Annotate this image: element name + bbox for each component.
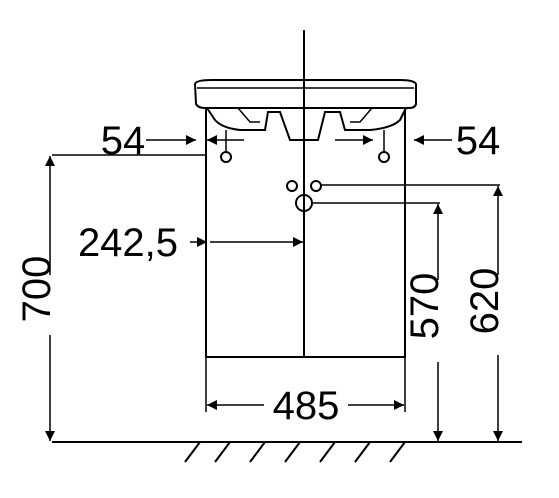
basin bbox=[193, 79, 417, 141]
dimension-label-center: 242,5 bbox=[78, 221, 178, 265]
dimension-right-54: 54 bbox=[335, 119, 500, 163]
dimension-label-700: 700 bbox=[15, 256, 59, 323]
dimension-width-485: 485 bbox=[205, 357, 406, 428]
dimension-label-620: 620 bbox=[463, 268, 507, 335]
dimension-height-620: 620 bbox=[321, 184, 507, 441]
floor bbox=[52, 441, 522, 463]
dimension-label-570: 570 bbox=[403, 273, 447, 340]
dimension-height-700: 700 bbox=[15, 154, 205, 441]
dimension-label-right: 54 bbox=[456, 119, 501, 163]
cabinet bbox=[205, 107, 406, 358]
dimension-height-570: 570 bbox=[312, 202, 447, 441]
dimension-center-242-5: 242,5 bbox=[78, 221, 303, 265]
dimension-label-485: 485 bbox=[273, 384, 340, 428]
dimension-label-left: 54 bbox=[101, 119, 146, 163]
